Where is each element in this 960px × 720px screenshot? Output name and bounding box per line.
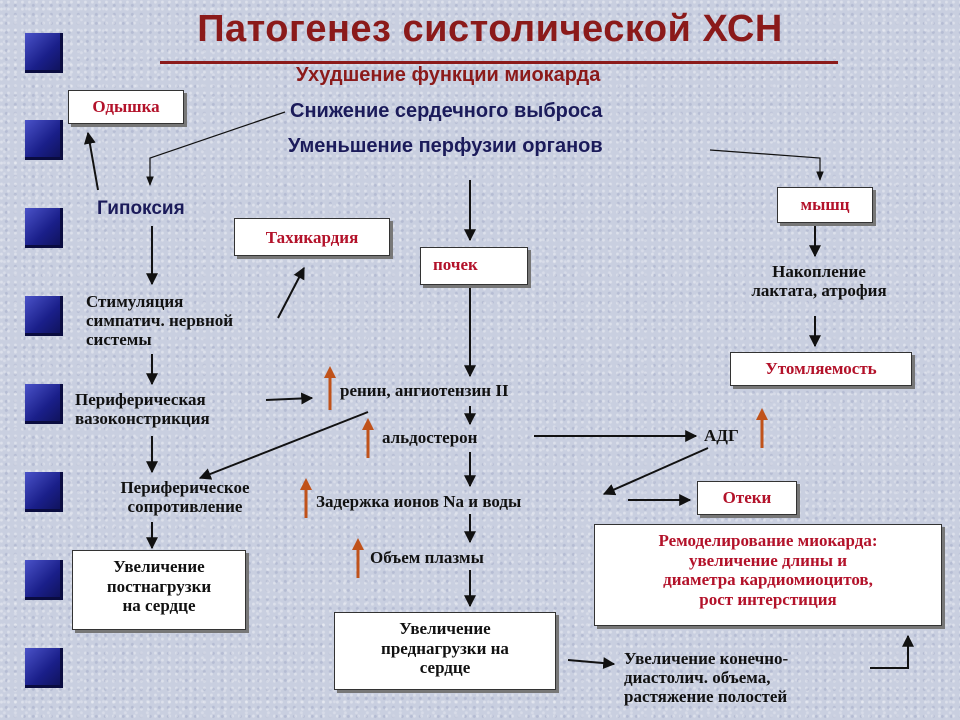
arrow-edv-to-remodeling <box>870 634 914 669</box>
bullet-square-1 <box>25 33 63 73</box>
sympathetic-stimulation-label: Стимуляция симпатич. нервной системы <box>86 292 234 350</box>
sodium-retention-label: Задержка ионов Na и воды <box>316 492 522 511</box>
adh-label: АДГ <box>704 426 739 445</box>
remodeling-box: Ремоделирование миокарда: увеличение дли… <box>594 524 942 626</box>
bullet-square-5 <box>25 384 63 424</box>
kidneys-box: почек <box>420 247 528 285</box>
dyspnea-box: Одышка <box>68 90 184 124</box>
bullet-square-3 <box>25 208 63 248</box>
afterload-box: Увеличение постнагрузки на сердце <box>72 550 246 630</box>
plasma-volume-label: Объем плазмы <box>370 548 484 567</box>
edema-box: Отеки <box>697 481 797 515</box>
increase-indicators <box>300 366 768 578</box>
arrow-hypoxia-to-dyspnea <box>83 131 99 191</box>
headline-organ-perfusion: Уменьшение перфузии органов <box>288 135 603 157</box>
bullet-square-8 <box>25 648 63 688</box>
bullet-square-4 <box>25 296 63 336</box>
title-underline <box>160 61 838 64</box>
bullet-square-7 <box>25 560 63 600</box>
edv-label: Увеличение конечно- диастолич. объема, р… <box>624 649 789 707</box>
peripheral-resistance-label: Периферическое сопротивление <box>120 478 250 517</box>
headline-cardiac-output: Снижение сердечного выброса <box>290 100 603 122</box>
muscles-box: мышц <box>777 187 873 223</box>
preload-box: Увеличение преднагрузки на сердце <box>334 612 556 690</box>
arrow-sympathetic-to-tachycardia <box>277 266 305 319</box>
vasoconstriction-label: Периферическая вазоконстрикция <box>75 390 210 429</box>
fatigue-box: Утомляемость <box>730 352 912 386</box>
arrow-output-to-hypoxia <box>146 111 286 186</box>
bullet-square-6 <box>25 472 63 512</box>
hypoxia-label: Гипоксия <box>97 198 185 219</box>
aldosterone-label: альдостерон <box>382 428 478 447</box>
arrow-renin-to-resistance <box>198 411 369 480</box>
headline-myocardial-function: Ухудшение функции миокарда <box>296 64 601 86</box>
arrow-vasoconstriction-to-renin <box>265 392 314 405</box>
bullet-square-2 <box>25 120 63 160</box>
arrow-perfusion-to-muscles <box>709 149 824 181</box>
arrow-adh-to-sodium <box>602 447 709 496</box>
lactate-atrophy-label: Накопление лактата, атрофия <box>751 262 887 301</box>
renin-angiotensin-label: ренин, ангиотензин II <box>340 381 509 400</box>
slide-title: Патогенез систолической ХСН <box>197 8 783 50</box>
arrow-preload-to-edv <box>567 657 616 670</box>
tachycardia-box: Тахикардия <box>234 218 390 256</box>
